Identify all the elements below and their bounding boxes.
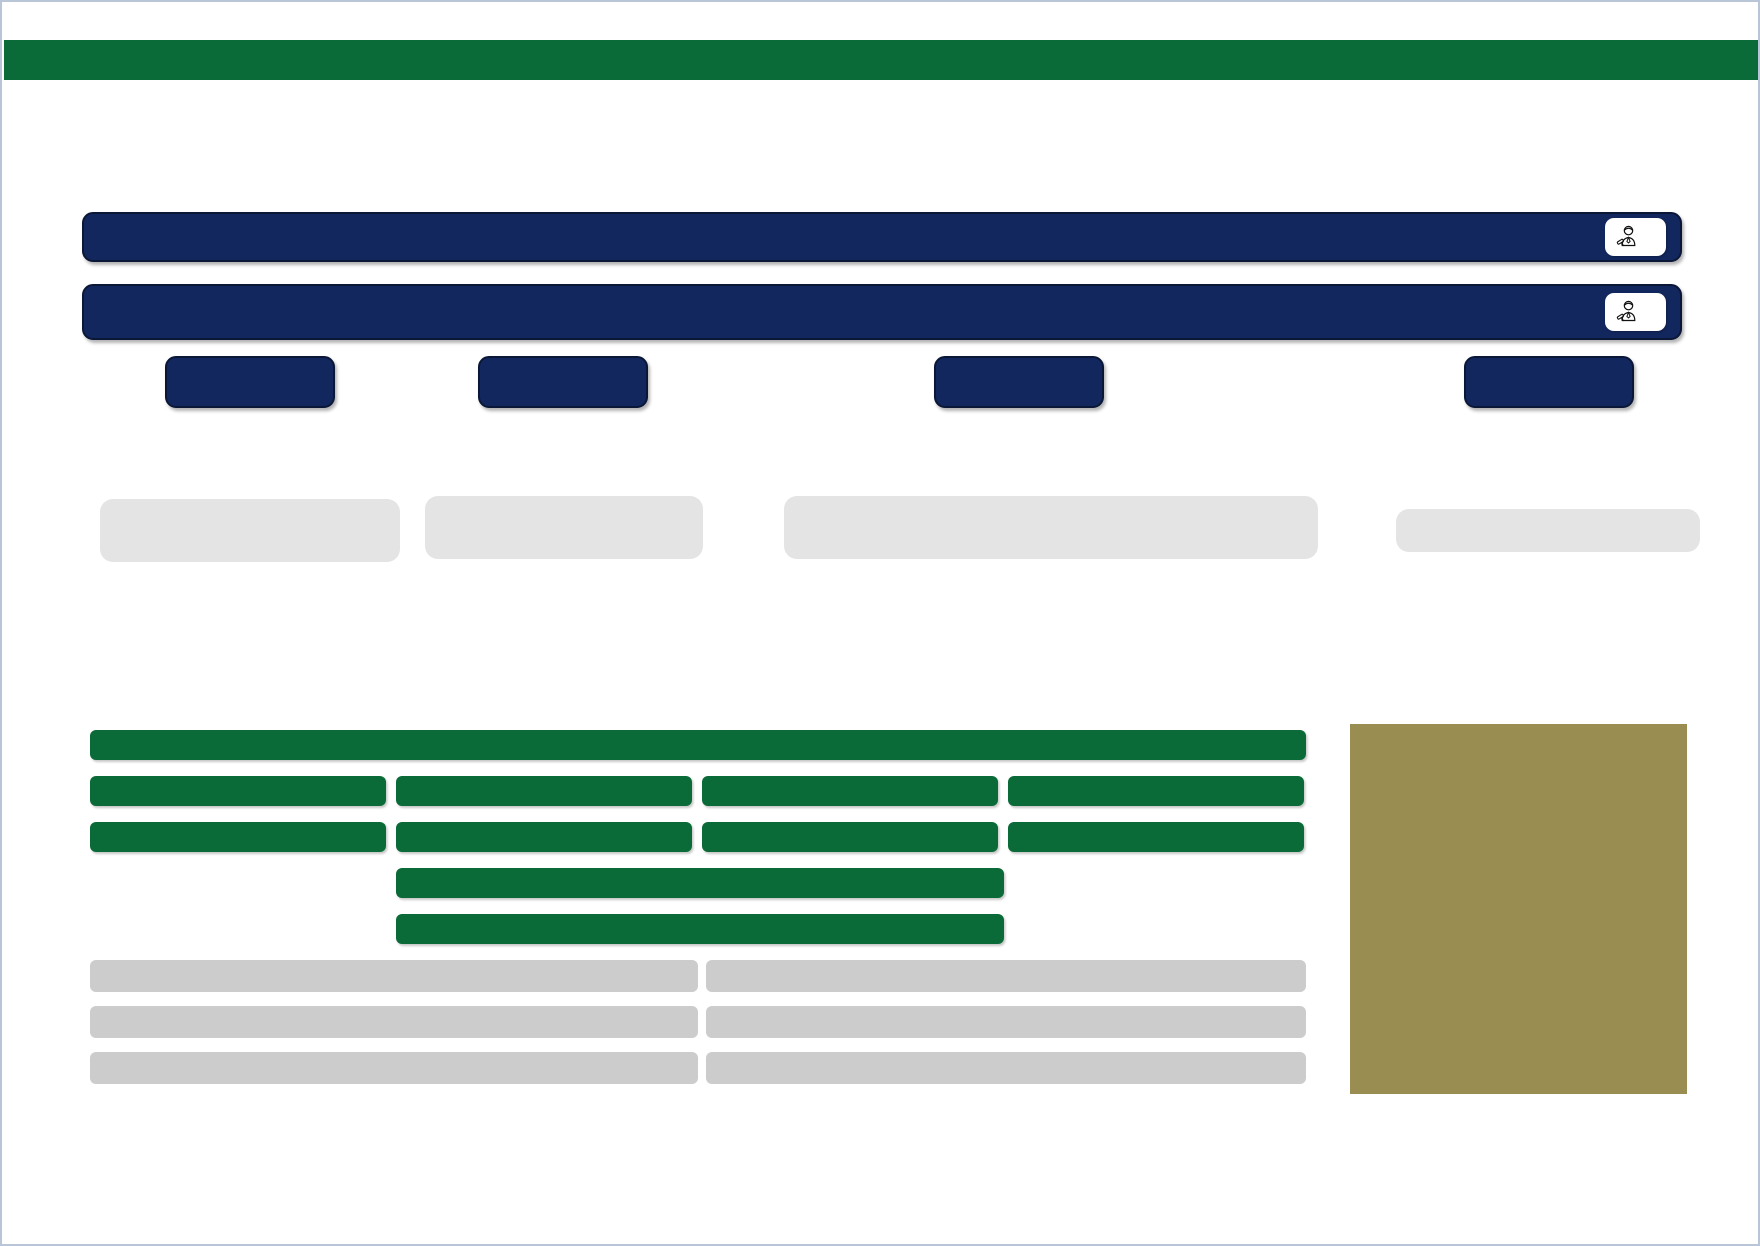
- header-left-text: [36, 51, 48, 69]
- secretaria-auditoria-interna-box[interactable]: [396, 868, 1004, 898]
- corregedoria-box[interactable]: [396, 776, 692, 806]
- cojef-box[interactable]: [1008, 776, 1304, 806]
- secao-especializada-2[interactable]: [478, 356, 648, 408]
- npsc2-box[interactable]: [1008, 822, 1304, 852]
- secretaria-tecnologia-informacao-box[interactable]: [706, 960, 1306, 992]
- competencias-secao-3: [784, 496, 1318, 559]
- competencias-secao-1: [100, 499, 400, 562]
- plenario-badge: [1605, 218, 1666, 256]
- page-header-band: [4, 40, 1758, 80]
- secao-especializada-1[interactable]: [165, 356, 335, 408]
- plenario-box[interactable]: [82, 212, 1682, 262]
- ouvidoria-box[interactable]: [90, 822, 386, 852]
- competencias-secao-4: [1396, 509, 1700, 552]
- vice-presidencia-box[interactable]: [90, 776, 386, 806]
- secretaria-atividades-judiciarias-box[interactable]: [706, 1006, 1306, 1038]
- glossary-box: [1350, 724, 1687, 1094]
- gsi-box[interactable]: [396, 822, 692, 852]
- diretoria-geral-box[interactable]: [396, 914, 1004, 944]
- secao-especializada-4[interactable]: [1464, 356, 1634, 408]
- competencias-secao-2: [425, 496, 703, 559]
- ccjf-box[interactable]: [702, 822, 998, 852]
- presidencia-box[interactable]: [90, 730, 1306, 760]
- secretaria-gestao-pessoas-box[interactable]: [90, 960, 698, 992]
- orgao-especial-box[interactable]: [82, 284, 1682, 340]
- orgao-especial-badge: [1605, 293, 1666, 331]
- judge-icon: [1615, 300, 1641, 324]
- footnotes: [90, 1102, 1690, 1103]
- emarf-box[interactable]: [702, 776, 998, 806]
- secretaria-planejamento-orcamento-financas-box[interactable]: [706, 1052, 1306, 1084]
- secretaria-atividades-administrativas-box[interactable]: [90, 1006, 698, 1038]
- judge-icon: [1615, 225, 1641, 249]
- secretaria-infraestrutura-logistica-box[interactable]: [90, 1052, 698, 1084]
- secao-especializada-3[interactable]: [934, 356, 1104, 408]
